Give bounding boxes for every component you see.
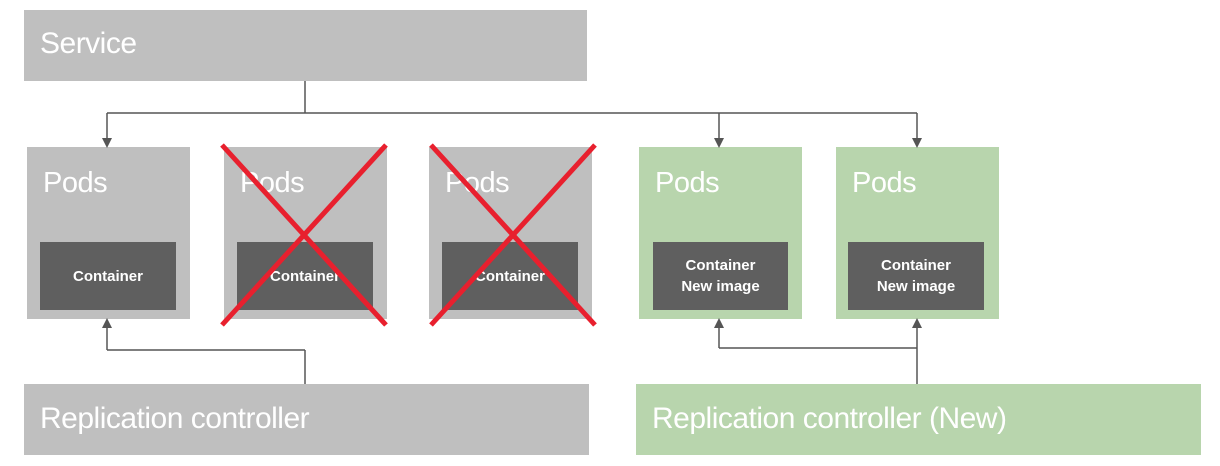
- pod-2-container: Container: [237, 242, 373, 310]
- pod-1-container: Container: [40, 242, 176, 310]
- pod-4-title: Pods: [655, 167, 720, 199]
- replication-controller-label: Replication controller: [40, 402, 310, 435]
- pod-2-removed-cross-icon: [220, 143, 388, 327]
- pod-4: Pods Container New image: [639, 147, 802, 319]
- replication-controller-new-label: Replication controller (New): [652, 402, 1007, 435]
- service-label: Service: [40, 27, 137, 60]
- pod-4-container-image: New image: [681, 278, 760, 295]
- pod-1: Pods Container: [27, 147, 190, 319]
- pod-5-container-image: New image: [876, 278, 956, 295]
- pod-3-removed-cross-icon: [429, 143, 597, 327]
- pod-5-container: Container New image: [848, 242, 984, 310]
- pod-2-container-label: Container: [269, 267, 340, 285]
- pod-4-container-label: Container: [685, 257, 756, 274]
- replication-controller-box: Replication controller: [24, 384, 589, 455]
- replication-controller-new-box: Replication controller (New): [636, 384, 1201, 455]
- pod-2-title: Pods: [240, 167, 305, 199]
- pod-3-container-label: Container: [474, 267, 545, 285]
- pod-1-title: Pods: [43, 167, 108, 199]
- pod-4-container: Container New image: [653, 242, 788, 310]
- service-box: Service: [24, 10, 587, 81]
- pod-5: Pods Container New image: [836, 147, 999, 319]
- pod-3-container: Container: [442, 242, 578, 310]
- pod-5-container-label: Container: [880, 257, 951, 274]
- pod-5-title: Pods: [852, 167, 917, 199]
- pod-1-container-label: Container: [72, 267, 143, 285]
